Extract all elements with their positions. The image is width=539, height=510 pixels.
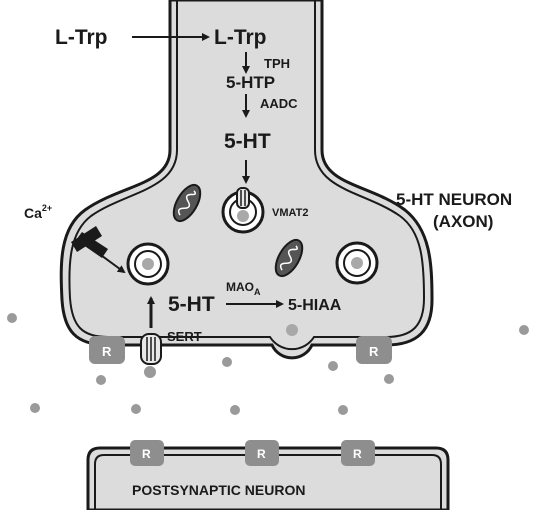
svg-text:R: R [257,447,266,461]
presynaptic-receptor-right: R [356,336,392,364]
sert-label: SERT [167,329,202,344]
ca-label: Ca2+ [24,203,52,221]
postsynaptic-receptor-2: R [245,440,279,466]
sert-transporter [141,334,161,364]
svg-text:R: R [353,447,362,461]
5htp-label: 5-HTP [226,73,275,92]
vmat2-label: VMAT2 [272,207,308,219]
vesicle-right [337,243,377,283]
release-vesicle-core [286,324,298,336]
postsynaptic-receptor-1: R [130,440,164,466]
vmat2-transporter [237,188,249,208]
neuron-title-line2: (AXON) [433,212,493,231]
5ht-bottom-label: 5-HT [168,293,215,316]
5ht-top-label: 5-HT [224,130,271,153]
ltrp-outside-label: L-Trp [55,26,108,49]
neuron-title-line1: 5-HT NEURON [396,190,512,209]
vesicle-left [128,244,168,284]
tph-label: TPH [264,56,290,71]
postsynaptic-label: POSTSYNAPTIC NEURON [132,482,305,498]
svg-text:R: R [102,344,112,359]
svg-text:R: R [369,344,379,359]
ltrp-inside-label: L-Trp [214,26,267,49]
postsynaptic-receptor-3: R [341,440,375,466]
svg-text:R: R [142,447,151,461]
5hiaa-label: 5-HIAA [288,297,342,314]
aadc-label: AADC [260,96,298,111]
presynaptic-receptor-left: R [89,336,125,364]
